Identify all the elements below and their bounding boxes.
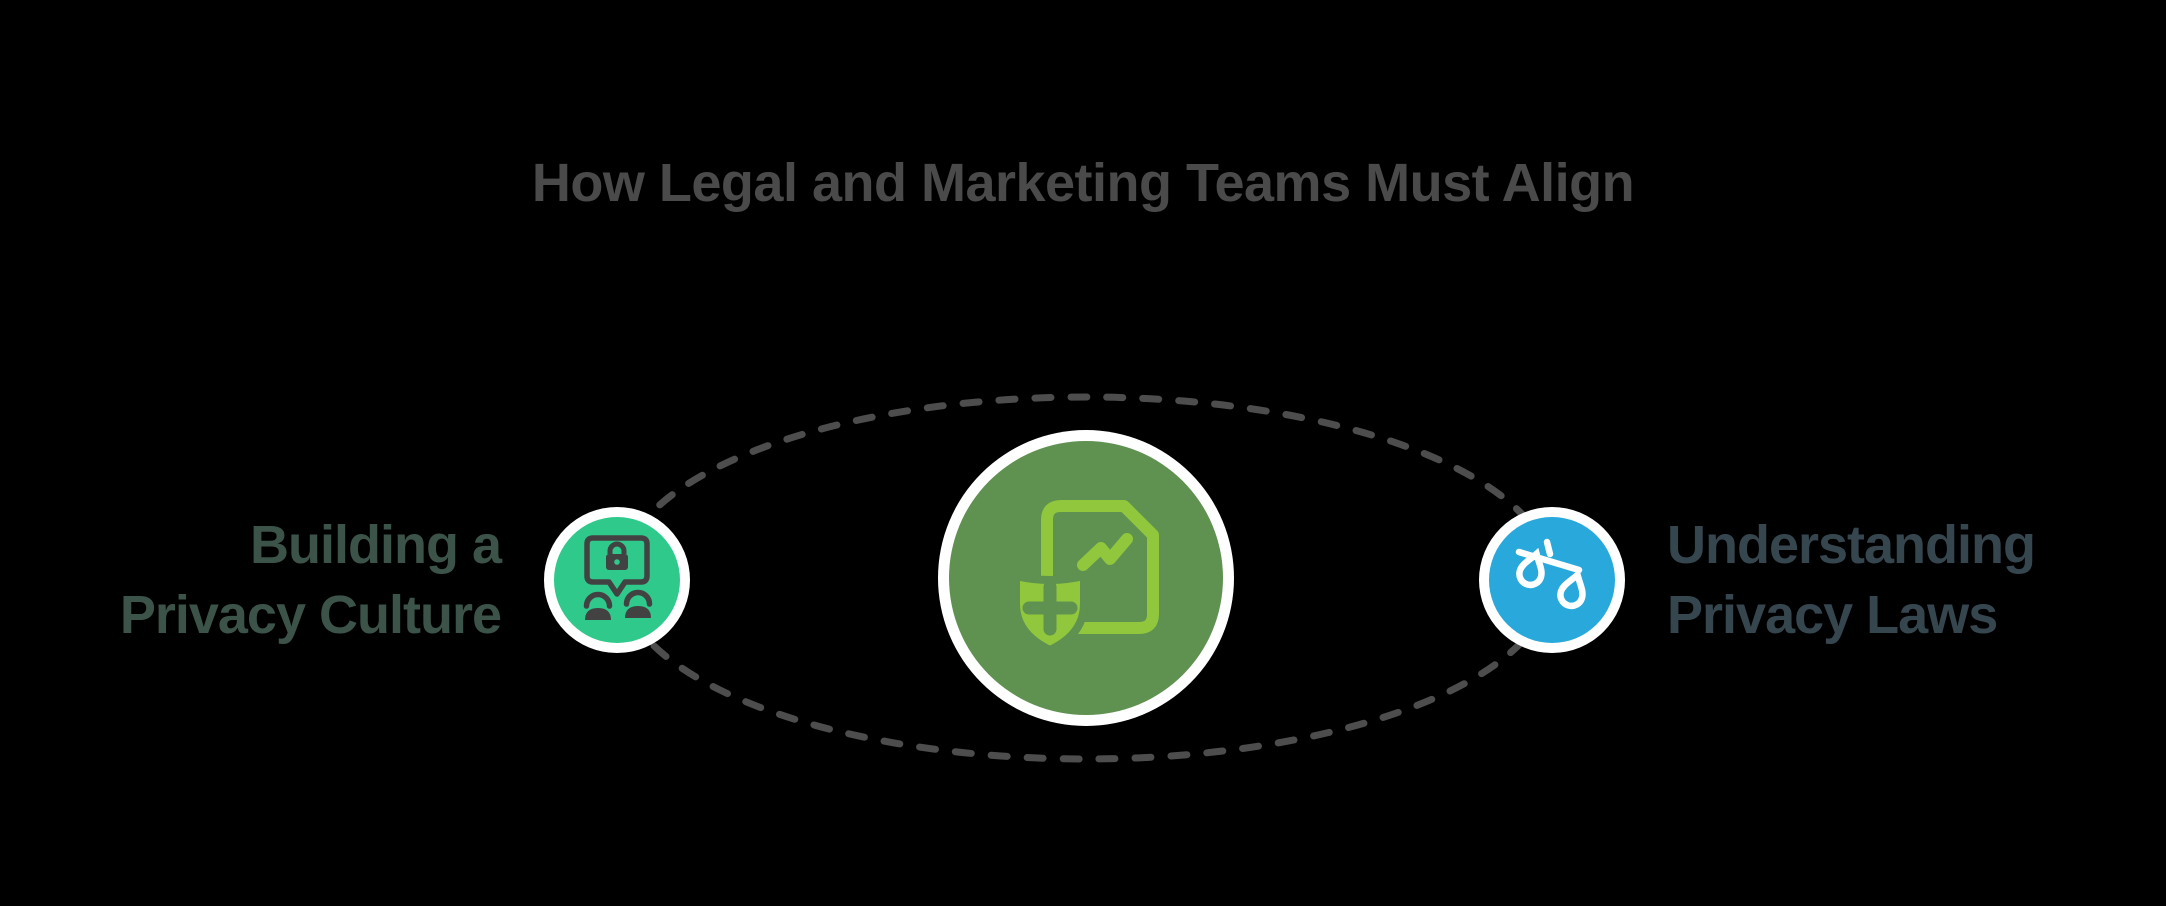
label-line: Privacy Laws xyxy=(1667,585,1998,645)
speech-bubble-outline xyxy=(584,535,650,597)
scales-of-justice-icon xyxy=(1515,538,1586,610)
left-node-label: Building a Privacy Culture xyxy=(119,510,502,650)
trend-arrow-line xyxy=(1077,533,1133,571)
shield-report-icon xyxy=(1012,500,1159,654)
right-node-circle xyxy=(1489,517,1615,643)
right-node-label: Understanding Privacy Laws xyxy=(1667,510,2036,650)
person-right xyxy=(623,589,653,618)
padlock-keyhole xyxy=(614,559,620,565)
center-node xyxy=(938,430,1234,726)
person-shoulders xyxy=(625,606,651,618)
shield-plus xyxy=(1012,572,1088,654)
diagram-title: How Legal and Marketing Teams Must Align xyxy=(531,153,1635,213)
scales-pan-right xyxy=(1557,568,1586,610)
person-shoulders xyxy=(585,608,611,620)
scales-pan-left xyxy=(1516,547,1545,589)
person-left xyxy=(583,591,613,620)
person-hair xyxy=(623,589,653,607)
scales-pivot-stub xyxy=(1543,538,1554,558)
scales-beam xyxy=(1515,548,1583,574)
plus-icon xyxy=(1022,580,1078,636)
left-node xyxy=(544,507,690,653)
person-hair xyxy=(583,591,613,609)
right-node xyxy=(1479,507,1625,653)
label-line: Understanding xyxy=(1667,515,2036,575)
privacy-chat-people-icon xyxy=(583,535,653,620)
padlock-shackle xyxy=(607,541,627,554)
label-line: Privacy Culture xyxy=(119,585,502,645)
label-line: Building a xyxy=(250,515,502,575)
